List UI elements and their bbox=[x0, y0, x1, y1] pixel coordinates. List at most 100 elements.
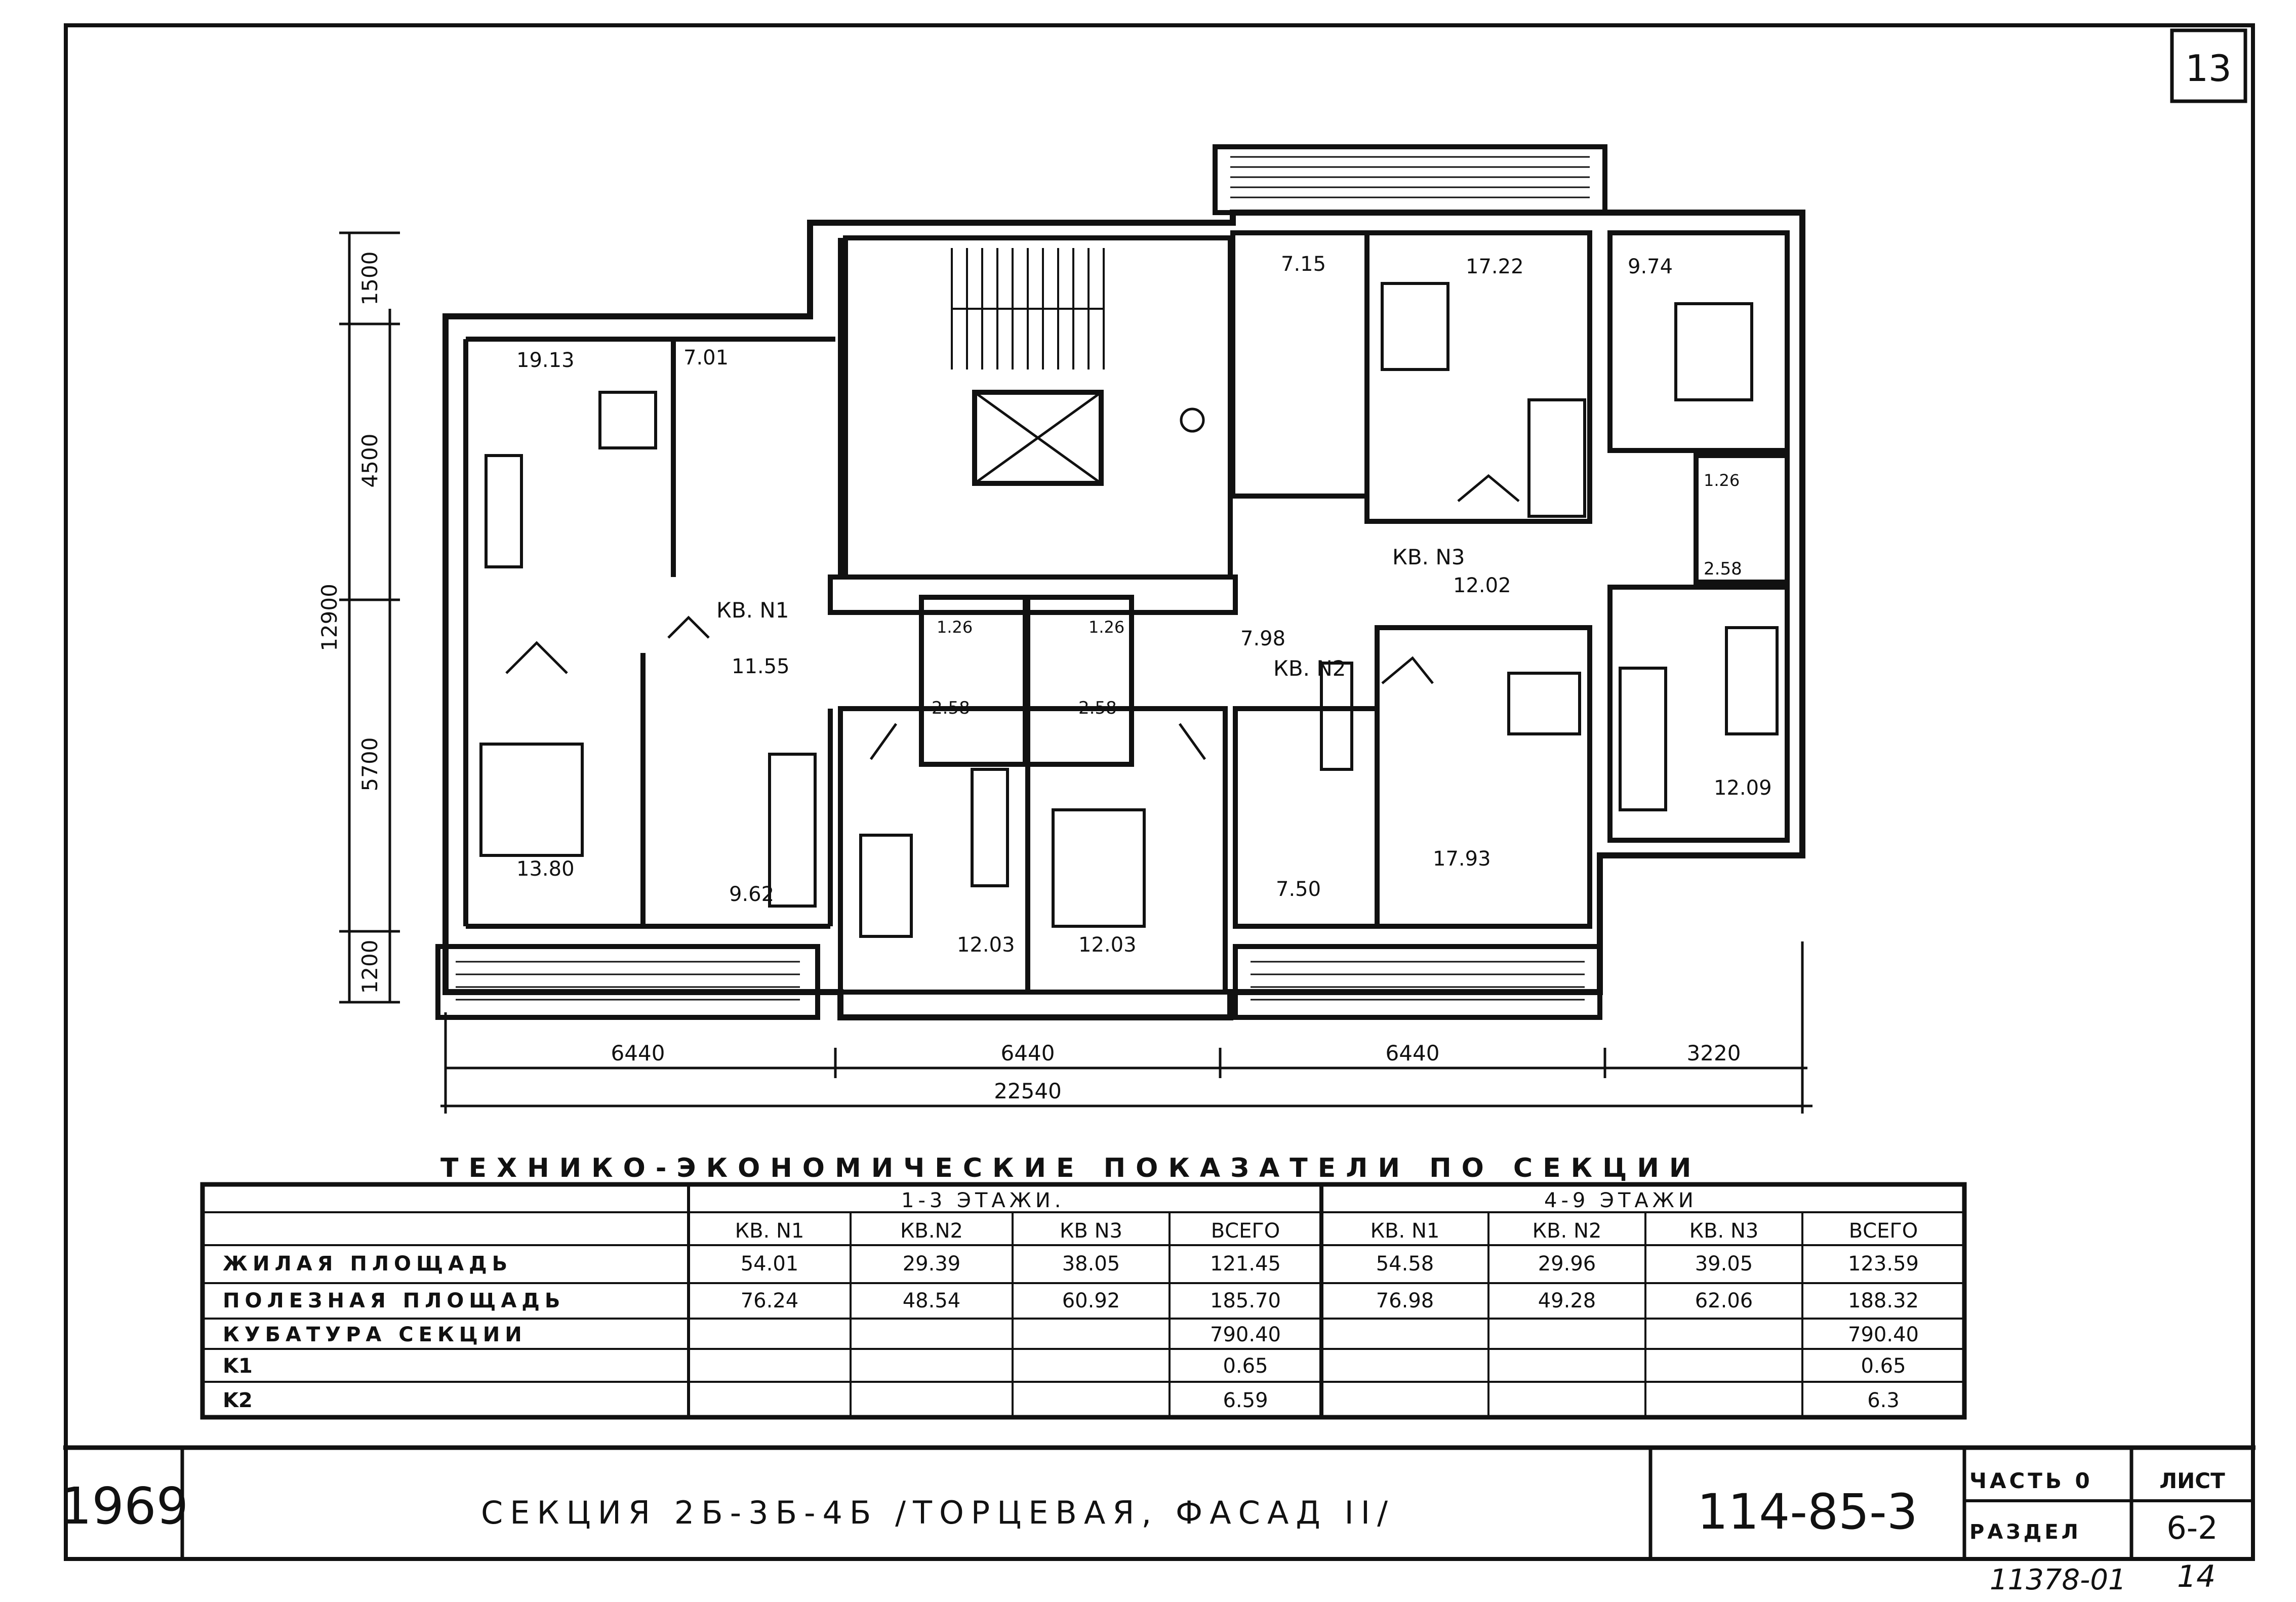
row-label: ЖИЛАЯ ПЛОЩАДЬ bbox=[223, 1252, 512, 1276]
dim-vertical-total: 12900 bbox=[317, 584, 342, 651]
table-cell: 6.59 bbox=[1223, 1389, 1268, 1412]
door-swings bbox=[505, 474, 1520, 760]
room bbox=[1375, 625, 1592, 929]
stair-block bbox=[843, 235, 1233, 580]
col-header: КВ N3 bbox=[1060, 1219, 1122, 1243]
room-area: 1.26 bbox=[1089, 618, 1124, 637]
sheet-number-box: 13 bbox=[2170, 28, 2247, 103]
corridor-block bbox=[828, 574, 1238, 615]
table-cell: 60.92 bbox=[1062, 1289, 1120, 1312]
table-title: ТЕХНИКО-ЭКОНОМИЧЕСКИЕ ПОКАЗАТЕЛИ ПО СЕКЦ… bbox=[440, 1153, 1701, 1183]
apartment-label: КВ. N1 bbox=[716, 598, 789, 623]
table-cell: 76.98 bbox=[1376, 1289, 1434, 1312]
indicators-table bbox=[200, 1182, 1967, 1420]
part-label: ЧАСТЬ 0 bbox=[1969, 1468, 2093, 1493]
elevator-x bbox=[974, 391, 1102, 485]
room bbox=[1025, 706, 1228, 995]
room-labels: 19.13 7.01 7.15 17.22 9.74 11.55 12.02 1… bbox=[516, 253, 1772, 957]
group-header: 4-9 ЭТАЖИ bbox=[1544, 1189, 1698, 1212]
balcony-hatch bbox=[456, 961, 1585, 1001]
table-cell: 48.54 bbox=[903, 1289, 961, 1312]
table-cell: 123.59 bbox=[1848, 1252, 1919, 1276]
col-header: ВСЕГО bbox=[1849, 1219, 1918, 1243]
room-area: 19.13 bbox=[516, 349, 575, 372]
col-header: ВСЕГО bbox=[1211, 1219, 1280, 1243]
sheet-value: 6-2 bbox=[2166, 1509, 2218, 1546]
table-cell: 29.96 bbox=[1538, 1252, 1596, 1276]
balcony-bottom-right bbox=[1233, 944, 1602, 1020]
table-cell: 185.70 bbox=[1210, 1289, 1281, 1312]
room bbox=[1607, 230, 1790, 453]
archive-code: 11378-01 bbox=[1990, 1564, 2126, 1596]
room-area: 9.62 bbox=[729, 883, 774, 906]
balcony-top bbox=[1213, 144, 1607, 215]
drawing-title: СЕКЦИЯ 2Б-3Б-4Б /ТОРЦЕВАЯ, ФАСАД II/ bbox=[481, 1494, 1395, 1531]
dim-horizontal: 3220 bbox=[1687, 1041, 1741, 1065]
table-cell: 188.32 bbox=[1848, 1289, 1919, 1312]
dim-horizontal: 6440 bbox=[1001, 1041, 1055, 1065]
table-text: 1-3 ЭТАЖИ. 4-9 ЭТАЖИ КВ. N1 КВ.N2 КВ N3 … bbox=[223, 1189, 1919, 1412]
furniture bbox=[479, 282, 1779, 938]
archive-page: 14 bbox=[2177, 1559, 2216, 1594]
room-area: 12.03 bbox=[957, 933, 1015, 957]
dim-horizontal: 6440 bbox=[611, 1041, 665, 1065]
chute bbox=[1180, 407, 1205, 433]
sheet-label: ЛИСТ bbox=[2159, 1468, 2225, 1493]
apartment-label: КВ. N2 bbox=[1273, 656, 1346, 681]
group-header: 1-3 ЭТАЖИ. bbox=[901, 1189, 1065, 1212]
dimension-lines bbox=[339, 231, 1812, 1114]
room-area: 7.15 bbox=[1281, 253, 1326, 276]
title-block-text: 1969 СЕКЦИЯ 2Б-3Б-4Б /ТОРЦЕВАЯ, ФАСАД II… bbox=[60, 1468, 2225, 1546]
stair-treads bbox=[951, 248, 1105, 369]
project-code: 114-85-3 bbox=[1697, 1484, 1918, 1540]
room-area: 17.93 bbox=[1433, 847, 1491, 871]
sheet-frame bbox=[64, 23, 2255, 1561]
year: 1969 bbox=[60, 1476, 189, 1536]
apartment-labels: КВ. N1 КВ. N2 КВ. N3 bbox=[716, 545, 1465, 681]
bath-right bbox=[1025, 595, 1134, 767]
row-label: K1 bbox=[223, 1354, 253, 1378]
room-area: 2.58 bbox=[1704, 559, 1742, 579]
room-area: 9.74 bbox=[1628, 255, 1673, 278]
room-area: 17.22 bbox=[1466, 255, 1524, 278]
dim-vertical: 1200 bbox=[357, 940, 382, 994]
table-cell: 49.28 bbox=[1538, 1289, 1596, 1312]
floor-plan bbox=[435, 144, 1805, 1020]
dim-vertical: 1500 bbox=[357, 252, 382, 306]
table-cell: 0.65 bbox=[1861, 1354, 1906, 1378]
room-area: 12.02 bbox=[1453, 574, 1511, 597]
elevator-shaft bbox=[972, 390, 1104, 486]
balcony-bottom-left bbox=[435, 944, 820, 1020]
title-block bbox=[63, 1445, 2255, 1559]
table-cell: 76.24 bbox=[741, 1289, 799, 1312]
room-area: 2.58 bbox=[932, 698, 970, 718]
table-cell: 0.65 bbox=[1223, 1354, 1268, 1378]
room-area: 1.26 bbox=[937, 618, 973, 637]
room bbox=[1364, 230, 1592, 524]
dim-vertical: 5700 bbox=[357, 737, 382, 792]
room-area: 12.03 bbox=[1078, 933, 1137, 957]
room-area: 2.58 bbox=[1078, 698, 1117, 718]
row-label: ПОЛЕЗНАЯ ПЛОЩАДЬ bbox=[223, 1289, 565, 1312]
col-header: КВ. N1 bbox=[1371, 1219, 1440, 1243]
room-area: 7.50 bbox=[1276, 878, 1321, 901]
room bbox=[1607, 585, 1790, 843]
balcony-hatch bbox=[1230, 156, 1590, 198]
room-area: 11.55 bbox=[732, 655, 790, 678]
table-cell: 38.05 bbox=[1062, 1252, 1120, 1276]
bath bbox=[1694, 453, 1790, 585]
table-cell: 790.40 bbox=[1848, 1323, 1919, 1346]
section-label: РАЗДЕЛ bbox=[1969, 1521, 2081, 1544]
room-area: 12.09 bbox=[1714, 776, 1772, 800]
table-cell: 62.06 bbox=[1695, 1289, 1753, 1312]
row-label: КУБАТУРА СЕКЦИИ bbox=[223, 1323, 527, 1346]
table-cell: 121.45 bbox=[1210, 1252, 1281, 1276]
room-area: 7.98 bbox=[1240, 627, 1285, 650]
dimension-labels: 6440 6440 6440 3220 22540 1500 4500 5700… bbox=[317, 252, 1741, 1103]
dim-vertical: 4500 bbox=[357, 434, 382, 488]
table-cell: 6.3 bbox=[1867, 1389, 1900, 1412]
col-header: КВ. N1 bbox=[735, 1219, 804, 1243]
table-cell: 54.58 bbox=[1376, 1252, 1434, 1276]
room-area: 1.26 bbox=[1704, 471, 1740, 490]
